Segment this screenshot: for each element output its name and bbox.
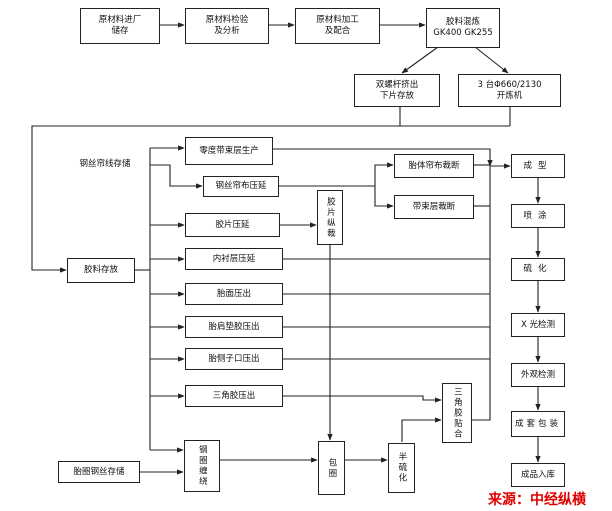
node-bead-winding-label: 钢圈缠绕 — [197, 445, 208, 487]
node-inner-liner: 内衬层压延 — [185, 248, 283, 270]
node-compound-storage-label: 胶料存放 — [83, 265, 118, 276]
line-attach-to-build — [472, 359, 491, 421]
node-bead-wire-storage: 胎圈钢丝存储 — [58, 461, 140, 483]
node-semi-cure-label: 半硫化 — [396, 452, 407, 484]
node-raw-storage: 原材料进厂 储存 — [80, 8, 160, 44]
node-sheet-slit-label: 胶片纵裁 — [325, 196, 336, 239]
node-rubber-mix-label: 胶料混炼 GK400 GK255 — [433, 17, 493, 38]
node-warehouse: 成品入库 — [511, 463, 565, 487]
node-apex-attach-label: 三角胶贴合 — [452, 386, 463, 440]
node-semi-cure: 半硫化 — [388, 443, 415, 493]
line-zerobelt-to-building — [273, 148, 493, 167]
node-mill-label: 3 台Φ660/2130 开炼机 — [477, 79, 542, 101]
node-raw-process: 原材料加工 及配合 — [295, 8, 380, 44]
arrow-to-beltcut — [374, 186, 394, 209]
node-steel-cord-calender-label: 钢丝帘布压延 — [215, 181, 267, 192]
node-zero-belt-label: 零度带束层生产 — [199, 145, 259, 156]
node-apex-extrude-label: 三角胶压出 — [212, 390, 256, 401]
node-shoulder-extrude: 胎肩垫胶压出 — [185, 316, 283, 338]
node-wrap-label: 包圈 — [326, 457, 337, 479]
node-warehouse-label: 成品入库 — [520, 469, 555, 480]
node-mill: 3 台Φ660/2130 开炼机 — [458, 74, 561, 107]
node-sidewall-extrude-label: 胎侧子口压出 — [208, 353, 260, 364]
node-building: 成型 — [511, 154, 565, 178]
node-steel-cord-calender: 钢丝帘布压延 — [203, 176, 279, 197]
node-tread-extrude-label: 胎面压出 — [216, 288, 251, 299]
node-steel-cord-storage: 钢丝帘线存储 — [60, 150, 150, 178]
arrow-to-plycut — [374, 162, 394, 186]
node-xray: X 光检测 — [511, 313, 565, 337]
node-visual-label: 外观检测 — [520, 369, 555, 380]
node-apex-extrude: 三角胶压出 — [185, 385, 283, 407]
node-packing-label: 成套包装 — [514, 418, 561, 429]
node-steel-cord-storage-label: 钢丝帘线存储 — [79, 158, 131, 169]
node-spraying-label: 喷涂 — [523, 210, 553, 221]
node-belt-cut-label: 带束层裁断 — [412, 201, 456, 212]
arrow-mix-to-twinscrew — [401, 46, 439, 74]
node-building-label: 成型 — [523, 160, 553, 171]
line-twinscrew-to-storage — [31, 107, 401, 273]
node-packing: 成套包装 — [511, 411, 565, 437]
node-zero-belt: 零度带束层生产 — [185, 137, 273, 165]
node-rubber-mix: 胶料混炼 GK400 GK255 — [426, 8, 500, 48]
node-wrap: 包圈 — [318, 441, 345, 495]
node-twin-screw-label: 双螺杆挤出 下片存放 — [375, 79, 419, 101]
node-curing: 硫化 — [511, 258, 565, 281]
node-tread-extrude: 胎面压出 — [185, 283, 283, 305]
arrow-mix-to-mill — [474, 46, 509, 74]
node-sheet-slit: 胶片纵裁 — [317, 190, 343, 245]
node-bead-wire-storage-label: 胎圈钢丝存储 — [73, 466, 125, 477]
node-ply-cut-label: 胎体帘布裁断 — [408, 160, 460, 171]
source-caption: 来源：中经纵横 — [488, 492, 586, 508]
node-sheet-calender-label: 胶片压延 — [215, 219, 250, 230]
node-twin-screw: 双螺杆挤出 下片存放 — [354, 74, 440, 107]
node-apex-attach: 三角胶贴合 — [442, 383, 472, 443]
arrow-semicure-to-attach — [401, 417, 442, 442]
node-raw-inspect: 原材料检验 及分析 — [185, 8, 269, 44]
node-raw-storage-label: 原材料进厂 储存 — [98, 15, 142, 36]
node-shoulder-extrude-label: 胎肩垫胶压出 — [208, 321, 260, 332]
node-raw-inspect-label: 原材料检验 及分析 — [205, 15, 249, 36]
node-xray-label: X 光检测 — [520, 319, 556, 330]
node-spraying: 喷涂 — [511, 204, 565, 228]
node-compound-storage: 胶料存放 — [67, 258, 135, 283]
node-raw-process-label: 原材料加工 及配合 — [316, 15, 359, 36]
node-bead-winding: 钢圈缠绕 — [184, 440, 220, 492]
arrow-apex-to-attach — [283, 395, 442, 403]
node-visual: 外观检测 — [511, 363, 565, 387]
arrow-cord-to-calender — [150, 164, 203, 189]
node-curing-label: 硫化 — [523, 264, 553, 275]
node-belt-cut: 带束层裁断 — [394, 195, 474, 219]
node-inner-liner-label: 内衬层压延 — [212, 253, 256, 264]
node-sheet-calender: 胶片压延 — [185, 213, 280, 237]
node-sidewall-extrude: 胎侧子口压出 — [185, 348, 283, 370]
node-ply-cut: 胎体帘布裁断 — [394, 154, 474, 178]
